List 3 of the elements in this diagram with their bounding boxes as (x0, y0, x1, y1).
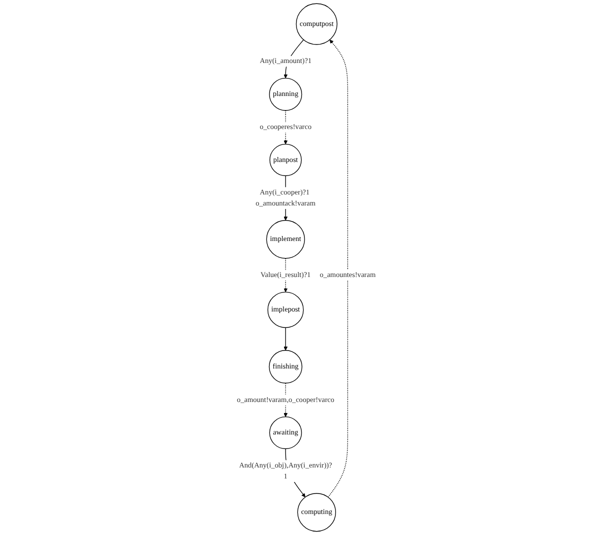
arrow (328, 40, 348, 498)
arrow (284, 327, 288, 351)
arrow (284, 382, 288, 417)
